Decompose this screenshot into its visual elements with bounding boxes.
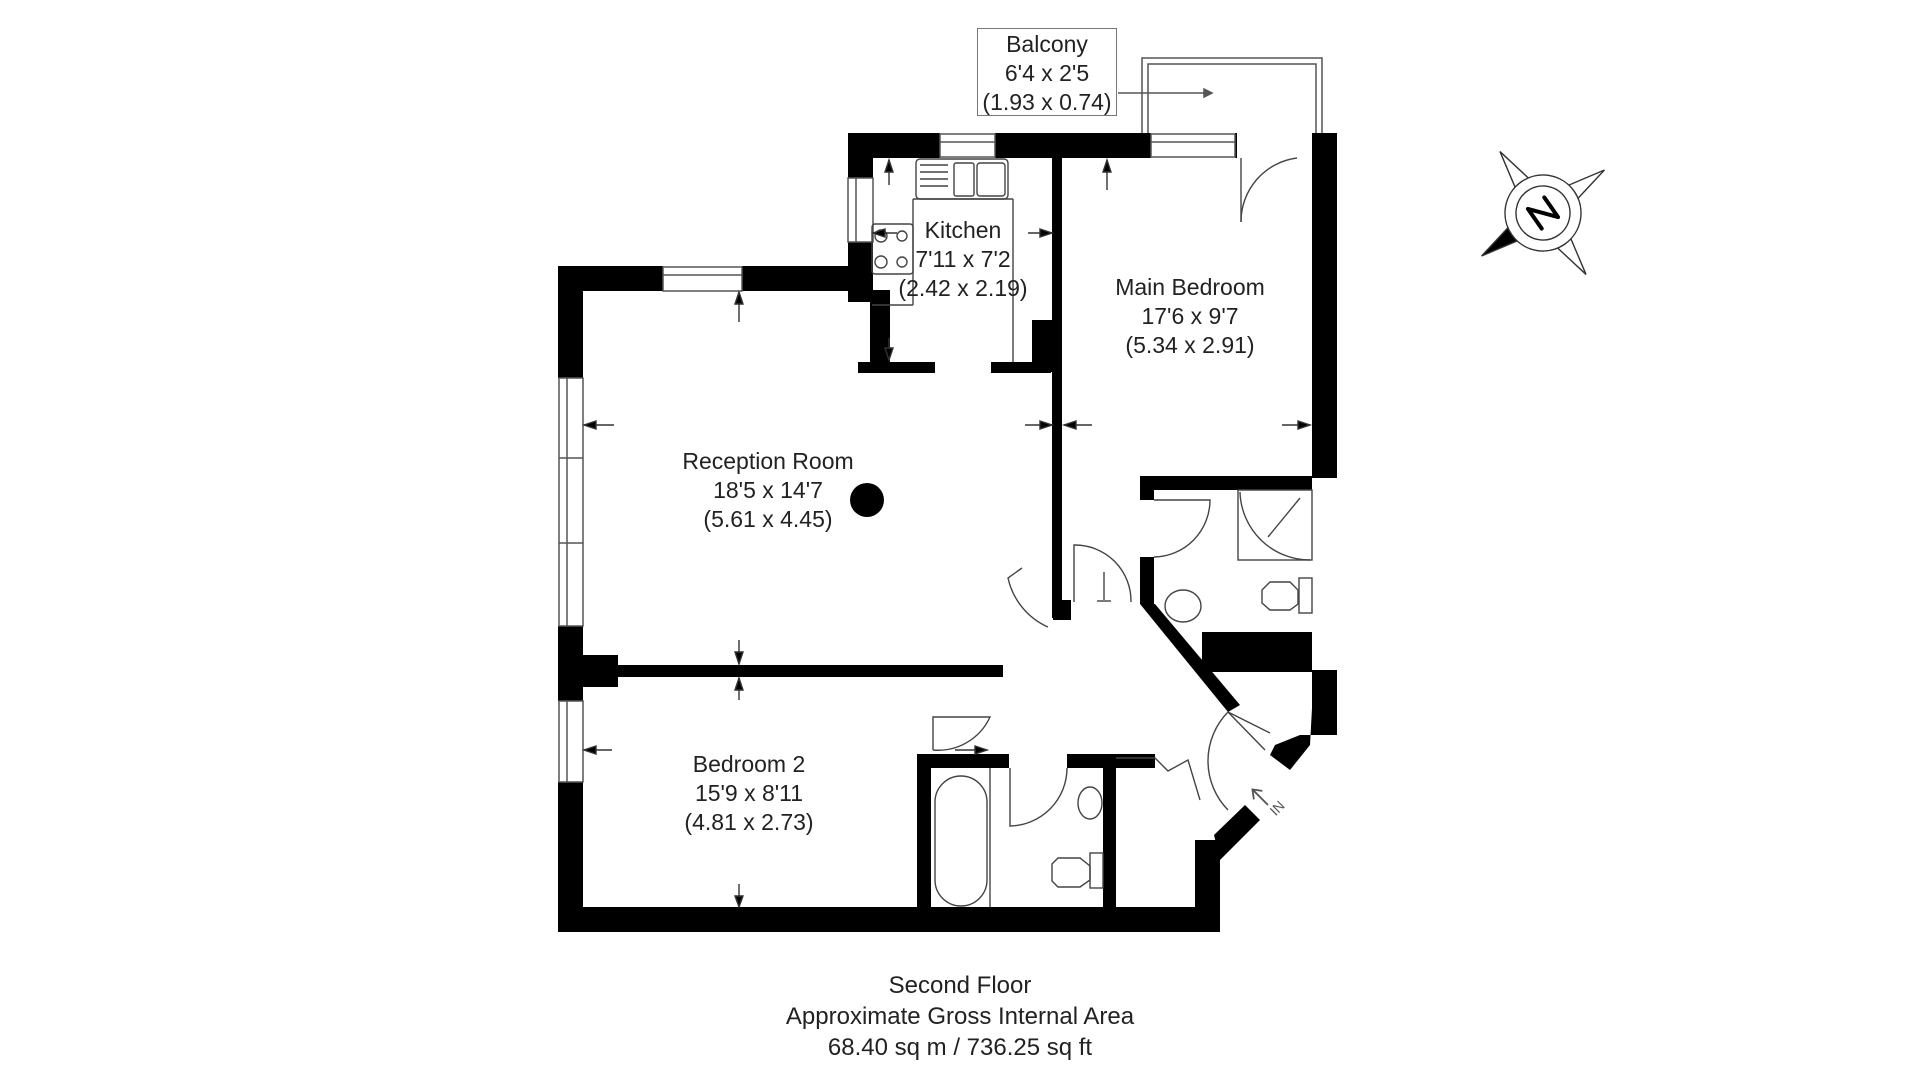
floor-name: Second Floor (888, 972, 1032, 999)
room-label-kitchen: Kitchen 7'11 x 7'2 (2.42 x 2.19) (898, 216, 1027, 303)
room-imperial: 17'6 x 9'7 (1141, 303, 1239, 329)
room-imperial: 18'5 x 14'7 (713, 477, 823, 503)
floor-summary: Second Floor Approximate Gross Internal … (786, 970, 1134, 1063)
compass-n-icon (1525, 195, 1561, 231)
room-label-bedroom-2: Bedroom 2 15'9 x 8'11 (4.81 x 2.73) (684, 750, 813, 837)
room-imperial: 15'9 x 8'11 (694, 780, 804, 806)
balcony-label-box (977, 28, 1117, 116)
room-name: Kitchen (924, 217, 1002, 243)
room-name: Bedroom 2 (692, 751, 806, 777)
walls (558, 133, 1337, 932)
room-imperial: 6'4 x 2'5 (1004, 60, 1090, 86)
balcony-outline (1118, 57, 1323, 134)
room-imperial: 7'11 x 7'2 (915, 246, 1011, 272)
area-value: 68.40 sq m / 736.25 sq ft (827, 1034, 1093, 1061)
fixtures (871, 157, 1313, 907)
room-metric: (5.34 x 2.91) (1125, 332, 1255, 358)
room-name: Reception Room (682, 448, 854, 474)
room-metric: (5.61 x 4.45) (703, 506, 833, 532)
room-name: Main Bedroom (1115, 274, 1265, 300)
room-metric: (4.81 x 2.73) (684, 809, 814, 835)
room-label-balcony: Balcony 6'4 x 2'5 (1.93 x 0.74) (982, 30, 1111, 117)
room-metric: (2.42 x 2.19) (898, 275, 1028, 301)
room-label-main-bedroom: Main Bedroom 17'6 x 9'7 (5.34 x 2.91) (1115, 273, 1265, 360)
room-label-reception-room: Reception Room 18'5 x 14'7 (5.61 x 4.45) (682, 447, 853, 534)
entrance-arrow-icon (1251, 788, 1269, 806)
windows (558, 133, 1236, 783)
dimension-arrows (581, 157, 1313, 910)
structural-column (850, 483, 884, 517)
room-name: Balcony (1006, 31, 1088, 57)
room-metric: (1.93 x 0.74) (982, 89, 1112, 115)
area-label: Approximate Gross Internal Area (785, 1003, 1135, 1030)
